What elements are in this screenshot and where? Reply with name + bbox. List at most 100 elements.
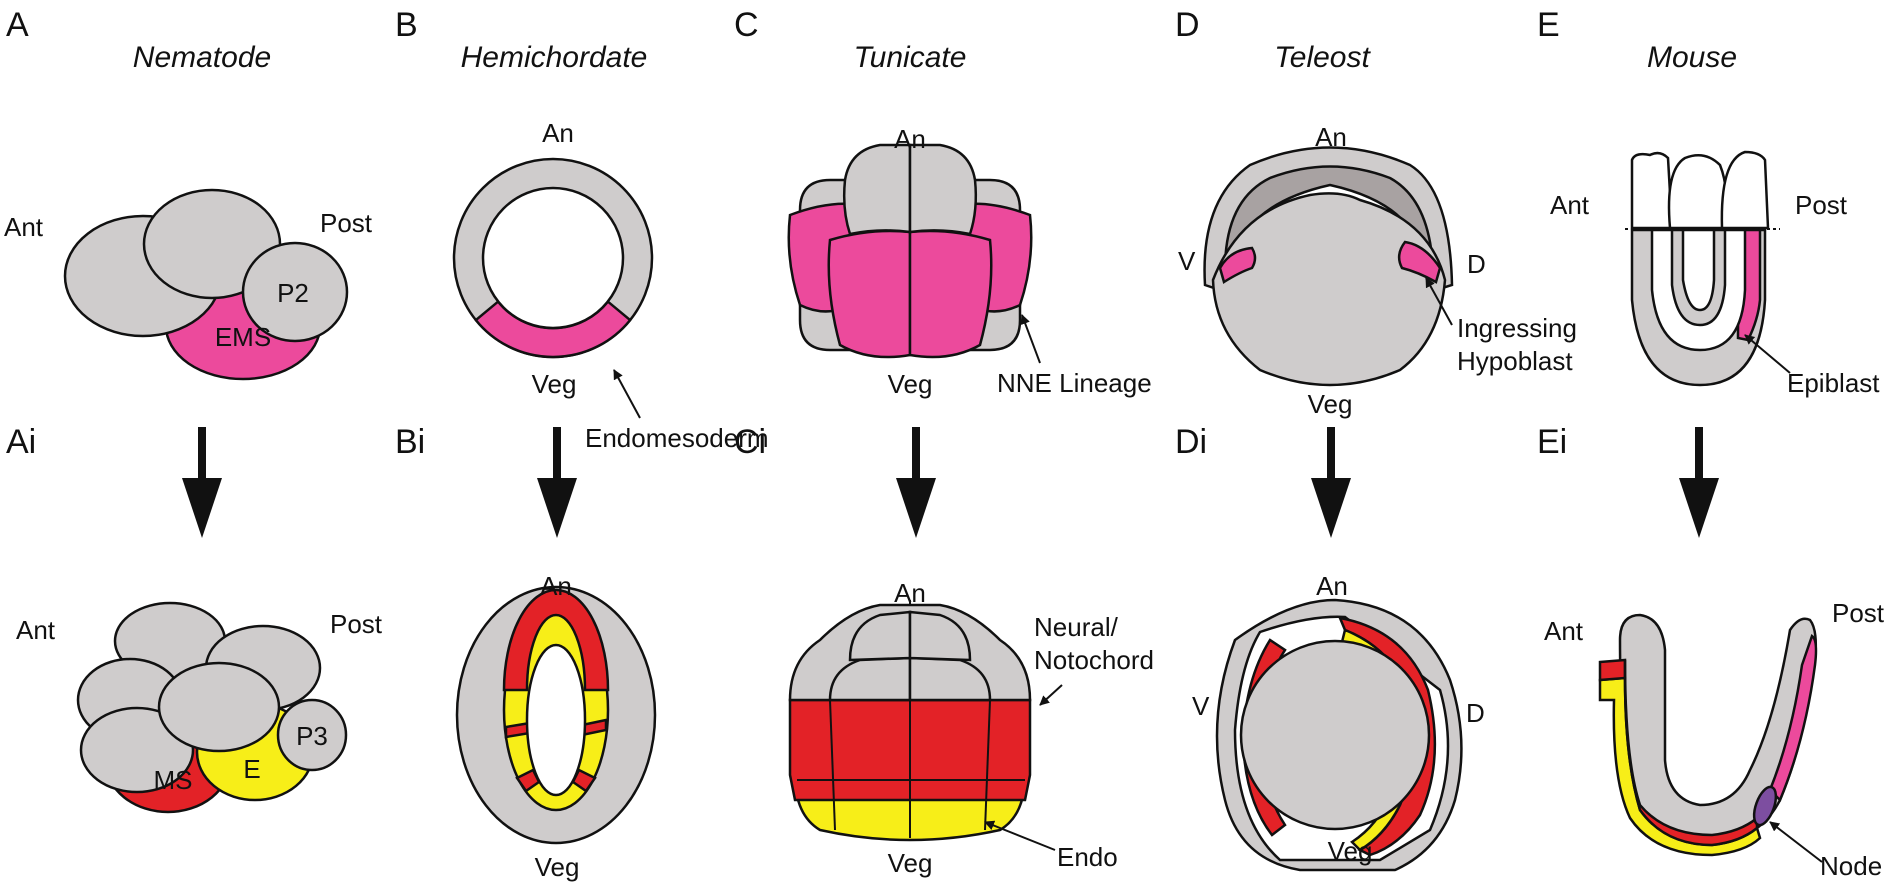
yolk-di <box>1239 639 1431 831</box>
hypoblast-ventral <box>1218 246 1257 284</box>
label-veg-c: Veg <box>888 369 933 399</box>
panel-letter-a: A <box>6 6 29 44</box>
teleost-later-embryo <box>1215 598 1463 872</box>
label-ant-e: Ant <box>1550 190 1590 220</box>
posterior-epiblast <box>1768 634 1818 803</box>
ei-body <box>1618 613 1818 847</box>
panel-letter-c: C <box>734 6 759 44</box>
down-arrow-e-icon <box>1679 427 1719 538</box>
species-title-mouse: Mouse <box>1647 41 1737 74</box>
label-an-b: An <box>542 118 574 148</box>
label-v-di: V <box>1192 691 1210 721</box>
label-post-ei: Post <box>1832 598 1885 628</box>
panel-letter-di: Di <box>1175 423 1207 461</box>
node-pointer <box>1769 821 1823 863</box>
ci-divider-3 <box>984 699 991 831</box>
label-p3: P3 <box>296 721 328 751</box>
mesoderm-top <box>502 588 610 692</box>
label-veg-di: Veg <box>1328 836 1373 866</box>
label-ant-ai: Ant <box>16 615 56 645</box>
nne-pointer <box>1020 314 1041 364</box>
label-d-d: D <box>1467 249 1486 279</box>
panel-letter-ai: Ai <box>6 423 36 461</box>
down-arrow-b-icon <box>537 427 577 538</box>
label-ms: MS <box>154 765 193 795</box>
label-post-a: Post <box>320 208 373 238</box>
label-an-di: An <box>1316 571 1348 601</box>
hemichordate-blastula <box>452 157 654 359</box>
endomesoderm-pointer <box>613 369 641 419</box>
label-veg-bi: Veg <box>535 852 580 882</box>
hemichordate-gastrula <box>455 585 657 845</box>
down-arrow-a-icon <box>182 427 222 538</box>
epiblast-pointer <box>1744 334 1791 374</box>
nne-center-right <box>908 229 993 359</box>
label-e: E <box>243 754 260 784</box>
label-an-c: An <box>894 124 926 154</box>
archenteron <box>525 643 587 797</box>
label-ingressing: Ingressing <box>1457 313 1577 343</box>
label-an-bi: An <box>540 571 572 601</box>
node <box>1752 785 1778 827</box>
label-an-d: An <box>1315 122 1347 152</box>
species-title-teleost: Teleost <box>1274 41 1371 74</box>
panel-letter-e: E <box>1537 6 1560 44</box>
label-v-d: V <box>1178 246 1196 276</box>
down-arrow-d-icon <box>1311 427 1351 538</box>
ab-cell-4 <box>79 706 195 794</box>
p3-cell <box>276 698 348 772</box>
mouse-later-embryo <box>1598 613 1818 857</box>
label-ems: EMS <box>215 322 271 352</box>
deep-cell-layer <box>1223 165 1435 272</box>
p2-cell <box>241 241 349 343</box>
label-hypoblast: Hypoblast <box>1457 346 1573 376</box>
hypoblast-pointer <box>1425 277 1453 326</box>
label-endo: Endo <box>1057 842 1118 872</box>
animal-cell-left <box>842 143 912 236</box>
label-d-di: D <box>1466 698 1485 728</box>
blastocoel <box>481 186 625 330</box>
panel-letter-ci: Ci <box>734 423 766 461</box>
species-title-nematode: Nematode <box>133 41 271 74</box>
extraembryonic-left <box>1630 151 1674 230</box>
nematode-later-embryo <box>76 601 348 814</box>
extraembryonic-right <box>1720 150 1770 230</box>
label-nne-lineage: NNE Lineage <box>997 368 1152 398</box>
label-post-ai: Post <box>330 609 383 639</box>
label-notochord: Notochord <box>1034 645 1154 675</box>
hypoblast-dorsal <box>1397 240 1442 284</box>
extraembryonic-center <box>1667 153 1728 230</box>
label-veg-b: Veg <box>532 369 577 399</box>
species-title-hemichordate: Hemichordate <box>461 41 648 74</box>
label-neural: Neural/ <box>1034 612 1119 642</box>
nematode-4cell-embryo <box>63 188 349 381</box>
down-arrow-c-icon <box>896 427 936 538</box>
label-post-e: Post <box>1795 190 1848 220</box>
animal-cell-right <box>908 143 978 236</box>
yolk-cell <box>1211 192 1447 387</box>
panel-letter-d: D <box>1175 6 1200 44</box>
label-ant-ei: Ant <box>1544 616 1584 646</box>
label-veg-ci: Veg <box>888 848 933 878</box>
neural-pointer <box>1039 684 1063 706</box>
panel-letter-ei: Ei <box>1537 423 1567 461</box>
label-p2: P2 <box>277 278 309 308</box>
animal-cap-cell-4 <box>908 610 972 662</box>
tunicate-later-embryo <box>788 600 1032 842</box>
label-endomesoderm: Endomesoderm <box>585 423 769 453</box>
ci-divider-1 <box>829 699 836 831</box>
label-ant-a: Ant <box>4 212 44 242</box>
label-an-ci: An <box>894 578 926 608</box>
label-node: Node <box>1820 851 1882 881</box>
ab-cell-5 <box>157 661 281 753</box>
tunicate-embryo <box>787 143 1033 359</box>
teleost-embryo <box>1203 146 1454 387</box>
label-epiblast: Epiblast <box>1787 368 1880 398</box>
species-title-tunicate: Tunicate <box>854 41 967 74</box>
mouse-egg-cylinder <box>1625 150 1780 387</box>
arrows-row <box>182 427 1719 538</box>
panel-letter-b: B <box>395 6 418 44</box>
endo-pointer <box>984 820 1056 851</box>
mesoderm-anterior-tip <box>1598 658 1627 682</box>
